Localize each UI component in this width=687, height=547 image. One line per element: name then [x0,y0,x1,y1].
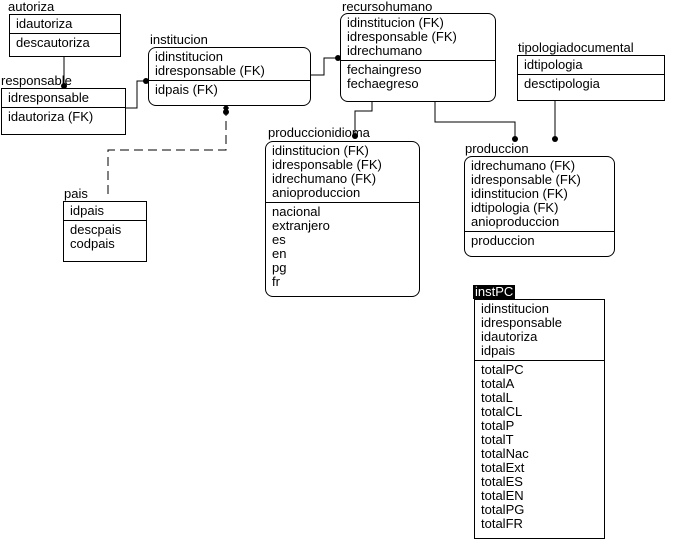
attribute: fr [272,274,280,289]
entity-responsable[interactable]: idresponsable idautoriza (FK) [1,88,126,135]
attribute-section: nacional extranjero es en pg fr [266,202,419,291]
attribute: idpais [481,343,515,358]
attribute: pg [272,260,287,275]
entity-title-tipologiadocumental: tipologiadocumental [518,40,634,55]
attribute-section: descautoriza [10,33,120,52]
attribute: totalT [481,432,514,447]
relationship-recursohumano-produccion [434,102,516,139]
primary-key-section: idpais [64,202,146,220]
attribute: totalES [481,474,523,489]
attribute: totalNac [481,446,529,461]
attribute-section: idautoriza (FK) [2,107,125,126]
attribute: idresponsable (FK) [347,29,457,44]
attribute: idinstitucion (FK) [471,186,568,201]
relationship-diamond [223,104,229,112]
attribute: totalPG [481,502,525,517]
entity-tipologiadocumental[interactable]: idtipologia desctipologia [517,55,665,101]
primary-key-section: idinstitucion (FK) idresponsable (FK) id… [341,14,495,60]
attribute-section: produccion [465,231,614,250]
attribute: totalEN [481,488,524,503]
attribute: descpais [70,222,122,237]
entity-instPC[interactable]: idinstitucion idresponsable idautoriza i… [474,299,605,539]
attribute: idrechumano (FK) [471,158,576,173]
primary-key-section: idtipologia [518,56,664,74]
attribute: produccion [471,233,535,248]
attribute: totalFR [481,516,523,531]
attribute: en [272,246,287,261]
attribute: desctipologia [524,76,600,91]
attribute: idautoriza [481,329,538,344]
entity-title-instPC: instPC [473,284,516,299]
entity-title-recursohumano: recursohumano [342,0,433,14]
attribute: codpais [70,236,115,251]
attribute: idpais (FK) [155,82,218,97]
attribute: es [272,232,286,247]
attribute: totalCL [481,404,523,419]
attribute: totalExt [481,460,525,475]
entity-title-pais: pais [64,186,88,201]
attribute: idinstitucion [155,49,223,64]
entity-title-produccion: produccion [465,141,529,156]
attribute: anioproduccion [272,185,361,200]
relationship-end-dot [352,133,358,139]
attribute: anioproduccion [471,214,560,229]
attribute: idresponsable [8,90,89,105]
attribute: fechaegreso [347,76,419,91]
attribute: idresponsable (FK) [471,172,581,187]
attribute: idresponsable (FK) [155,63,265,78]
relationship-end-dot [552,136,558,142]
attribute: idinstitucion (FK) [272,143,369,158]
relationship-end-dot [512,136,518,142]
relationship-pais-institucion [107,115,227,194]
primary-key-section: idinstitucion idresponsable (FK) [149,48,310,80]
attribute: idautoriza [16,16,73,31]
attribute: nacional [272,204,321,219]
attribute: idresponsable [481,315,562,330]
entity-recursohumano[interactable]: idinstitucion (FK) idresponsable (FK) id… [340,13,496,102]
attribute: idrechumano (FK) [272,171,377,186]
attribute: totalPC [481,362,524,377]
attribute: idautoriza (FK) [8,109,94,124]
attribute-section: idpais (FK) [149,80,310,99]
relationship-institucion-recursohumano [311,57,342,76]
primary-key-section: idrechumano (FK) idresponsable (FK) idin… [465,157,614,231]
attribute: idtipologia [524,57,583,72]
attribute: totalL [481,390,513,405]
primary-key-section: idinstitucion (FK) idresponsable (FK) id… [266,142,419,202]
attribute: idrechumano [347,43,423,58]
attribute: idinstitucion (FK) [347,15,444,30]
attribute: idresponsable (FK) [272,157,382,172]
primary-key-section: idautoriza [10,15,120,33]
primary-key-section: idresponsable [2,89,125,107]
relationship-recursohumano-produccionidioma [354,102,373,138]
entity-produccion[interactable]: idrechumano (FK) idresponsable (FK) idin… [464,156,615,257]
attribute: totalA [481,376,515,391]
relationship-end-dot [61,83,67,89]
attribute: fechaingreso [347,62,422,77]
attribute-section: fechaingreso fechaegreso [341,60,495,93]
attribute: descautoriza [16,35,90,50]
entity-title-institucion: institucion [150,32,208,47]
attribute: idinstitucion [481,301,549,316]
attribute: extranjero [272,218,330,233]
attribute-section: desctipologia [518,74,664,93]
entity-pais[interactable]: idpais descpais codpais [63,201,147,262]
relationship-responsable-institucion [126,80,146,109]
entity-title-responsable: responsable [1,73,72,88]
primary-key-section: idinstitucion idresponsable idautoriza i… [475,300,604,360]
attribute-section: totalPC totalA totalL totalCL totalP tot… [475,360,604,533]
entity-autoriza[interactable]: idautoriza descautoriza [9,14,121,57]
entity-institucion[interactable]: idinstitucion idresponsable (FK) idpais … [148,47,311,106]
relationship-end-dot [335,55,341,61]
entity-produccionidioma[interactable]: idinstitucion (FK) idresponsable (FK) id… [265,141,420,297]
relationship-end-dot [143,78,149,84]
attribute-section: descpais codpais [64,220,146,253]
entity-title-produccionidioma: produccionidioma [268,125,370,140]
attribute: totalP [481,418,515,433]
attribute: idtipologia (FK) [471,200,559,215]
entity-title-autoriza: autoriza [8,0,55,14]
attribute: idpais [70,203,104,218]
